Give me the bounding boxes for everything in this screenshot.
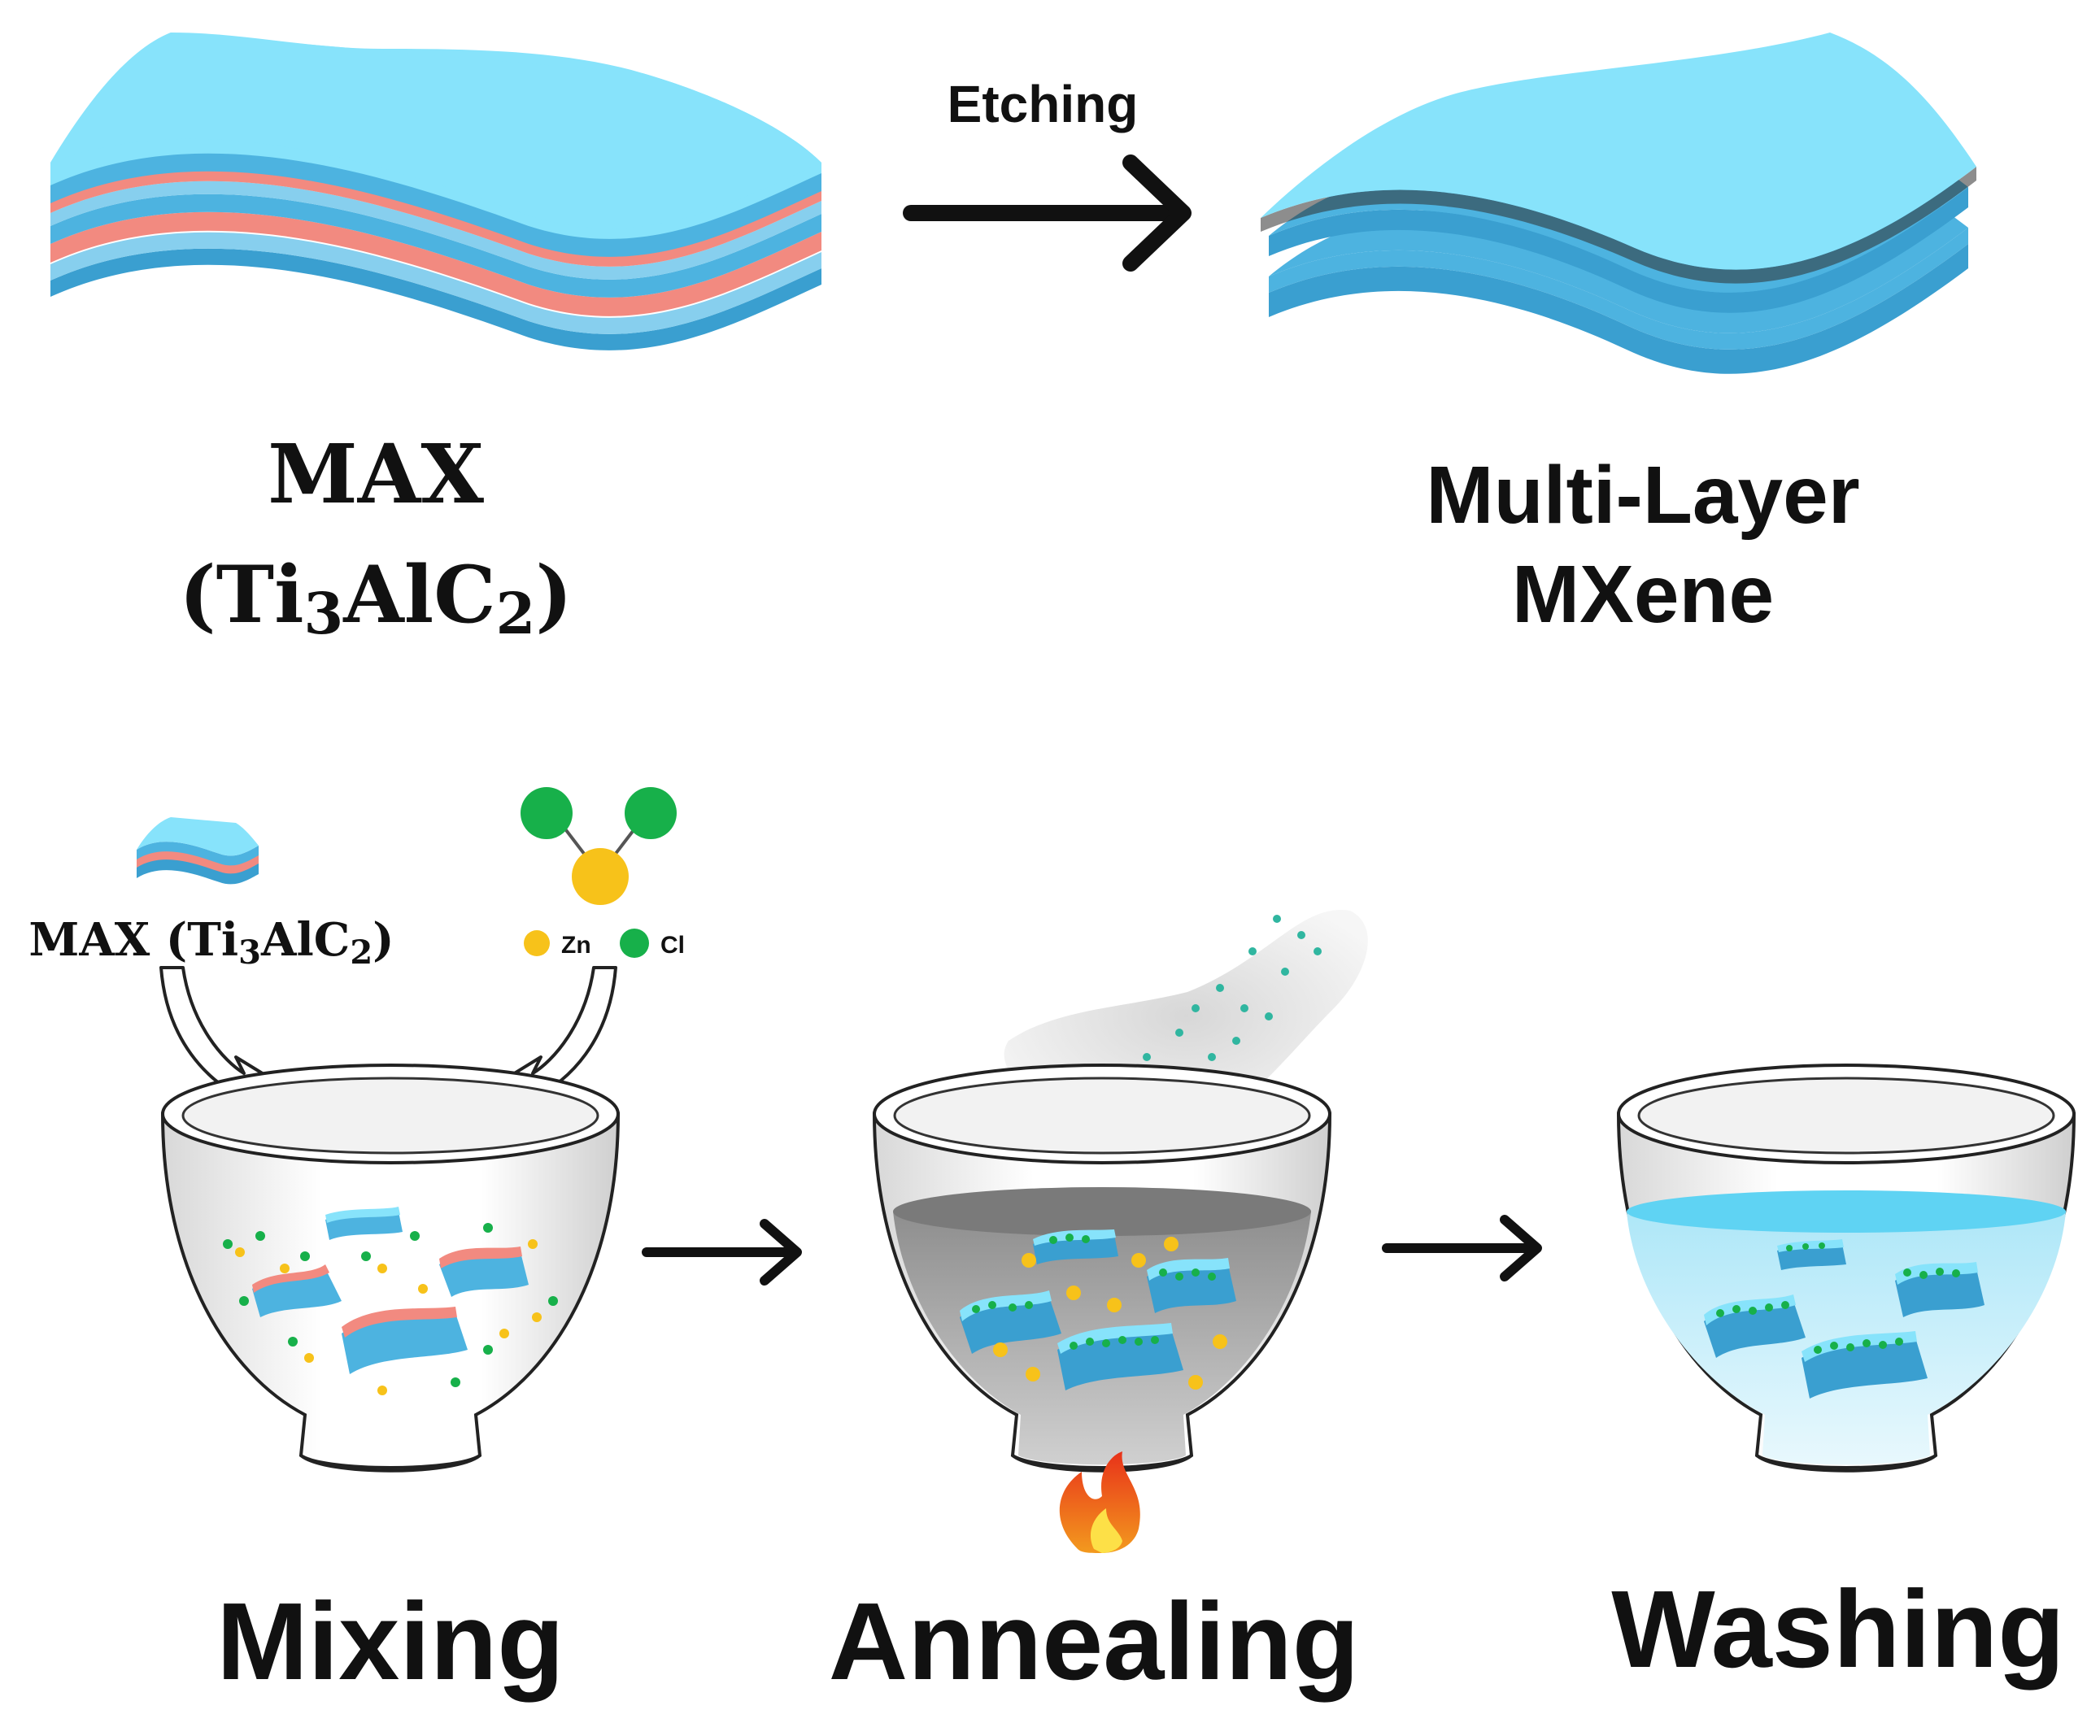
cl-atom [521,787,573,839]
max-title: MAX [268,426,484,522]
atom-legend: Zn Cl [524,929,685,959]
mxene-title-line2: MXene [1512,549,1774,640]
zn-legend-label: Zn [561,932,591,959]
cl-legend-label: Cl [660,932,685,959]
step-arrow-1 [642,1219,802,1286]
zn-legend-dot [524,930,550,956]
step-label-washing: Washing [1611,1568,2064,1690]
max-reagent-label: MAX (Ti3AlC2) [28,913,394,972]
annealing-bowl [872,910,1368,1553]
washing-cl-particles [1716,1242,1960,1354]
mixing-max-flakes [252,1207,529,1374]
cl-atom [625,787,677,839]
mxene-title-line1: Multi-Layer [1426,450,1859,541]
annealing-particles [972,1233,1227,1390]
max-mini-stack [137,817,259,885]
water-surface [1627,1190,2066,1233]
step-label-mixing: Mixing [216,1580,564,1703]
etching-label: Etching [948,75,1139,133]
mxene-layer-stack [1261,33,1976,374]
zncl2-molecule [521,787,677,905]
etching-arrow: Etching [903,75,1192,272]
zn-atom [572,848,629,905]
mixing-bowl [160,1064,621,1473]
step-label-annealing: Annealing [829,1580,1360,1703]
cl-legend-dot [620,929,649,958]
flame-icon [1059,1451,1140,1553]
washing-bowl [1616,1064,2076,1473]
mixing-zncl2-particles [223,1223,558,1395]
solution-surface [893,1187,1311,1236]
washing-mxene-flakes [1704,1239,1985,1399]
max-formula: (Ti3AlC2) [179,549,573,647]
step-arrow-2 [1382,1215,1542,1281]
max-layer-stack [50,33,821,350]
